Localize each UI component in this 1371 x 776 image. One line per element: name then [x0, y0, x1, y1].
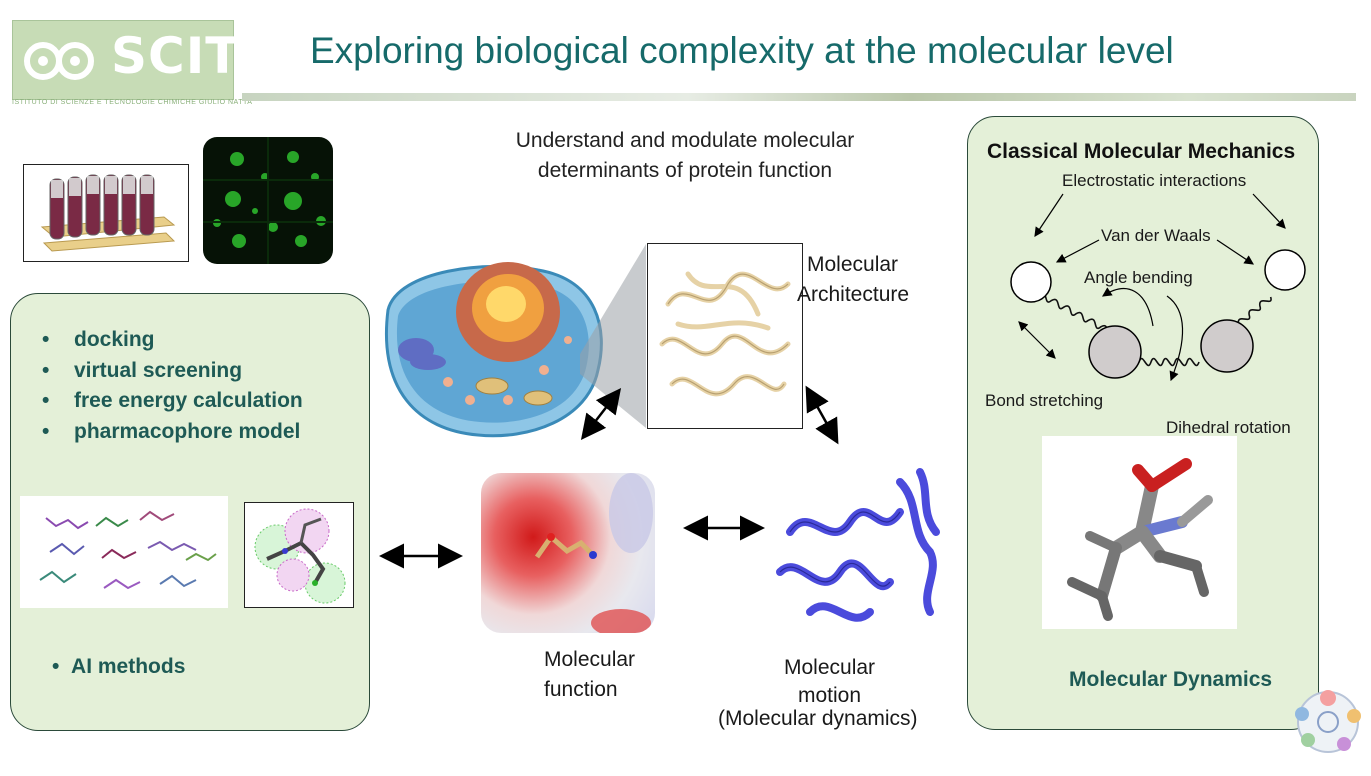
- function-line-1: Molecular: [544, 648, 636, 671]
- page-title: Exploring biological complexity at the m…: [310, 30, 1174, 71]
- pharmacophore-image: [244, 502, 354, 608]
- ai-methods-label: AI methods: [71, 655, 186, 678]
- cell-illustration: [385, 262, 603, 438]
- methods-list: docking virtual screening free energy ca…: [42, 328, 303, 450]
- motion-line-3: (Molecular dynamics): [718, 707, 918, 730]
- protein-ribbon-icon: [659, 271, 791, 397]
- list-item: pharmacophore model: [42, 420, 303, 451]
- test-tubes-icon: [40, 174, 176, 252]
- motion-line-2: motion: [798, 684, 862, 707]
- logo-subtitle: ISTITUTO DI SCIENZE E TECNOLOGIE CHIMICH…: [12, 99, 253, 106]
- pharmacophore-icon: [254, 508, 346, 604]
- ligand-library-image: [20, 496, 228, 608]
- bond-stretching-label: Bond stretching: [985, 391, 1104, 410]
- list-item: docking: [42, 328, 303, 359]
- force-field-diagram: [1010, 193, 1306, 382]
- test-tubes-image: [23, 164, 189, 262]
- protein-surface-image: [481, 473, 655, 633]
- ai-methods-item: • AI methods: [52, 655, 186, 678]
- center-subtitle: Understand and modulate molecular determ…: [470, 126, 900, 186]
- logo-wordmark: SCITEC: [111, 27, 314, 85]
- motion-label: Molecular motion (Molecular dynamics): [718, 653, 918, 729]
- ligand-icon: [534, 473, 653, 633]
- cells-icon: [203, 137, 333, 264]
- molecule-3d-image: [1042, 436, 1237, 629]
- title-underline: [242, 93, 1356, 101]
- ligands-icon: [39, 510, 217, 590]
- scitec-logo: SCITEC: [12, 20, 312, 100]
- zoom-wedge: [580, 244, 646, 428]
- protein-motion-image: [776, 468, 940, 622]
- dihedral-label: Dihedral rotation: [1166, 418, 1291, 437]
- fluorescence-image: [203, 137, 333, 264]
- architecture-label: Molecular Architecture: [797, 250, 909, 310]
- molecule-icon: [1067, 458, 1213, 621]
- decorative-badge-icon: [1295, 690, 1361, 753]
- arrow-architecture-motion: [805, 385, 839, 445]
- subtitle-line-1: Understand and modulate molecular: [515, 129, 855, 152]
- list-item: free energy calculation: [42, 389, 303, 420]
- protein-architecture-image: [647, 243, 803, 429]
- function-line-2: function: [544, 678, 618, 701]
- mechanics-title: Classical Molecular Mechanics: [987, 140, 1296, 163]
- architecture-line-1: Molecular: [807, 253, 899, 276]
- electrostatic-label: Electrostatic interactions: [1062, 171, 1247, 190]
- function-label: Molecular function: [544, 645, 635, 705]
- architecture-line-2: Architecture: [797, 283, 910, 306]
- molecular-dynamics-label: Molecular Dynamics: [1069, 668, 1273, 691]
- van-der-waals-label: Van der Waals: [1101, 226, 1211, 245]
- list-item: virtual screening: [42, 359, 303, 390]
- logo-mark-icon: [24, 42, 94, 80]
- angle-bending-label: Angle bending: [1084, 268, 1193, 287]
- subtitle-line-2: determinants of protein function: [537, 159, 833, 182]
- motion-line-1: Molecular: [784, 656, 876, 679]
